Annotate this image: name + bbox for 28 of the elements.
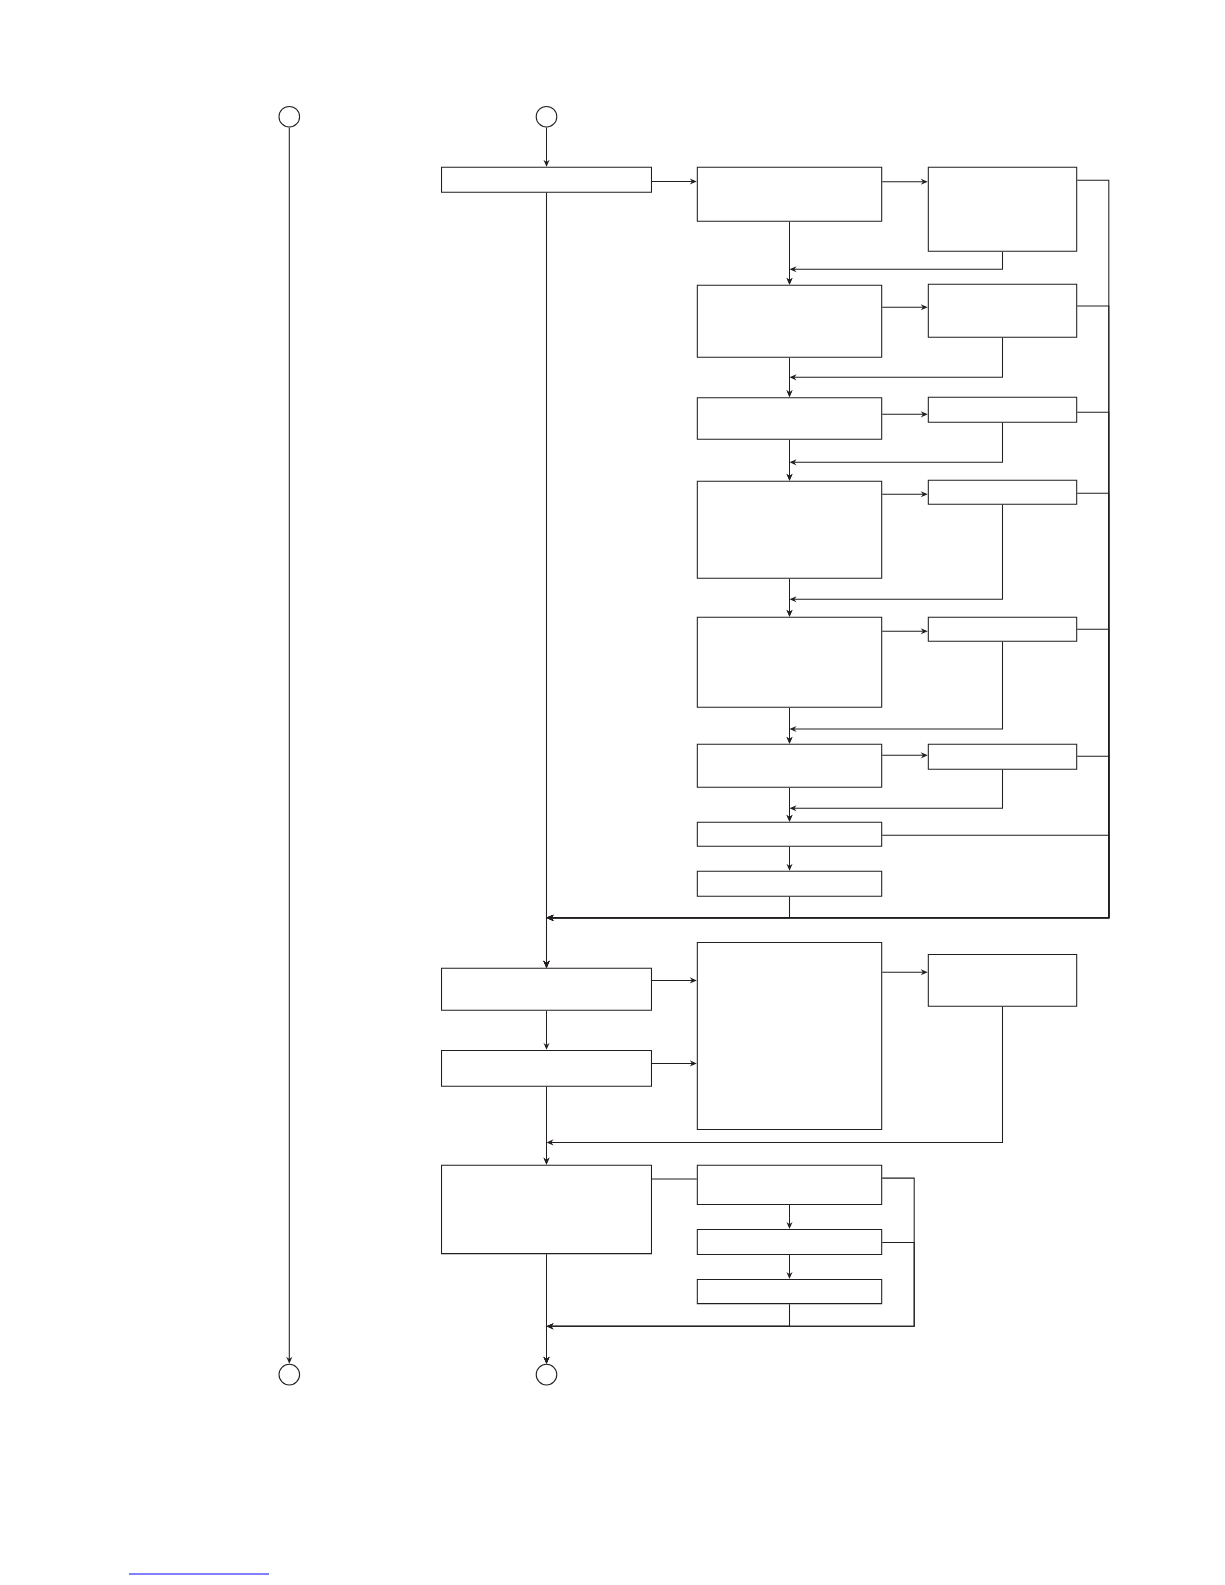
process-box — [927, 743, 1078, 770]
process-box — [927, 954, 1078, 1007]
process-box — [696, 1229, 883, 1256]
connector-circle — [278, 105, 301, 128]
process-box — [927, 166, 1078, 252]
process-box — [696, 397, 883, 440]
process-box — [696, 616, 883, 708]
process-box — [696, 941, 883, 1130]
connector-line — [651, 1178, 698, 1180]
process-box — [696, 1164, 883, 1206]
process-box — [927, 479, 1078, 505]
process-box — [696, 743, 883, 788]
process-box — [696, 870, 883, 897]
process-box — [696, 284, 883, 358]
process-box — [696, 166, 883, 222]
process-box — [696, 821, 883, 847]
process-box — [441, 967, 652, 1011]
process-box — [441, 1049, 652, 1087]
process-box — [696, 1279, 883, 1305]
connector-circle — [278, 1363, 301, 1386]
connector-circle — [535, 1363, 558, 1386]
process-box — [696, 480, 883, 579]
process-box — [927, 283, 1078, 338]
process-box — [441, 1164, 652, 1255]
process-box — [441, 166, 652, 193]
connector-circle — [535, 105, 558, 128]
process-box — [927, 616, 1078, 642]
process-box — [927, 396, 1078, 423]
